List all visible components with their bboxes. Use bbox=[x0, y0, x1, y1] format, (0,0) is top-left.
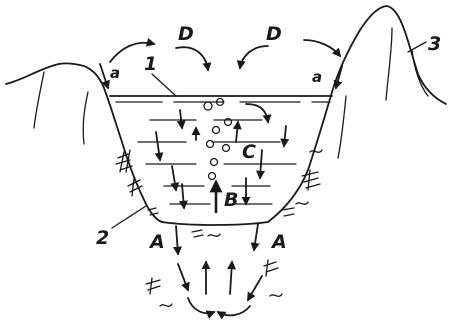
label-a-left: a bbox=[110, 64, 120, 82]
gas-bubbles bbox=[204, 99, 232, 180]
left-mountain bbox=[6, 63, 162, 222]
label-1: 1 bbox=[144, 53, 157, 75]
label-C: C bbox=[242, 141, 256, 163]
label-a-right: a bbox=[312, 68, 322, 86]
label-D-right: D bbox=[266, 23, 282, 45]
lake-basin bbox=[110, 96, 332, 225]
rock-hatching bbox=[116, 150, 322, 306]
label-A-left: A bbox=[148, 231, 165, 253]
seepage-arrows bbox=[176, 224, 262, 315]
label-B: B bbox=[224, 189, 238, 211]
label-2: 2 bbox=[96, 227, 109, 249]
leader-lines bbox=[112, 42, 426, 228]
label-D-left: D bbox=[178, 23, 194, 45]
label-A-right: A bbox=[270, 231, 287, 253]
label-3: 3 bbox=[428, 33, 441, 55]
slope-arrows-a bbox=[100, 64, 342, 88]
right-mountain bbox=[268, 6, 446, 222]
